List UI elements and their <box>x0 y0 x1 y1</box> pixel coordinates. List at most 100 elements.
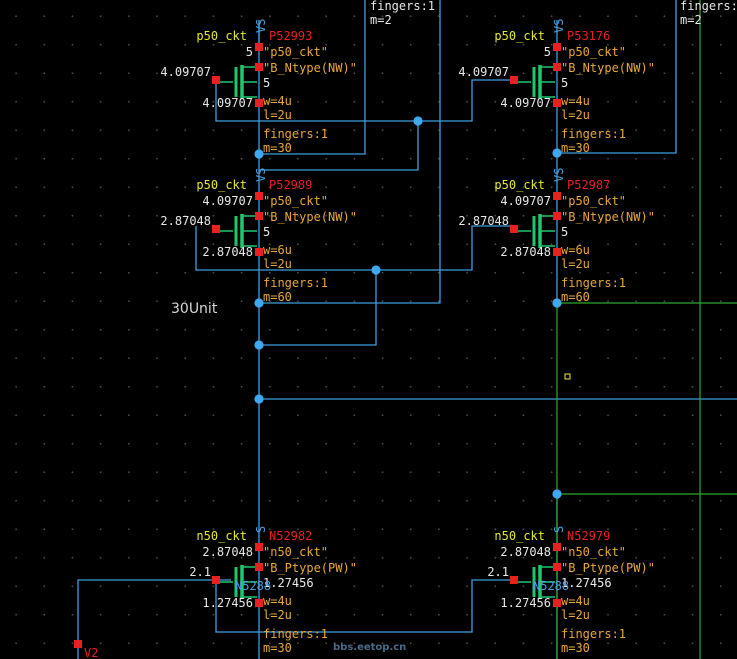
instance-ref-label: P52993 <box>269 29 312 43</box>
pin-square[interactable] <box>553 212 561 220</box>
pmos-transistor[interactable]: VS <box>510 19 566 107</box>
param-drain-value: 5 <box>246 45 253 59</box>
width-label: w=6u <box>561 243 590 257</box>
param-source-value: 1.27456 <box>202 596 253 610</box>
transistor-terminals <box>540 215 555 247</box>
pin-square[interactable] <box>255 563 263 571</box>
pin-v2[interactable] <box>74 640 82 648</box>
pin-square[interactable] <box>553 248 561 256</box>
param-drain-value: 4.09707 <box>202 194 253 208</box>
junction-dot[interactable] <box>552 489 562 499</box>
top-param-fingers-left: fingers:1 <box>370 0 435 13</box>
pin-square[interactable] <box>510 76 518 84</box>
param-bulk-value: 5 <box>263 225 270 239</box>
wire-top-3[interactable] <box>557 0 677 154</box>
pin-square[interactable] <box>255 543 263 551</box>
param-drain-value: 2.87048 <box>202 545 253 559</box>
nmos-transistor[interactable]: S <box>212 526 268 607</box>
transistor-terminals <box>242 66 257 98</box>
param-bulk-value: 5 <box>263 76 270 90</box>
pin-square[interactable] <box>553 192 561 200</box>
pin-square[interactable] <box>510 576 518 584</box>
pin-square[interactable] <box>553 99 561 107</box>
wire-gate-loop-1[interactable] <box>215 79 515 122</box>
pin-square[interactable] <box>255 192 263 200</box>
cell-name-label: "p50_ckt" <box>263 45 328 59</box>
wire-top-1[interactable] <box>259 0 366 155</box>
multiplier-label: m=30 <box>263 641 292 655</box>
param-bulk-value: 1.27456 <box>561 576 612 590</box>
pmos-transistor[interactable]: VS <box>212 19 268 107</box>
instance-ref-label: P52987 <box>567 178 610 192</box>
junction-dot[interactable] <box>552 148 562 158</box>
pin-square[interactable] <box>212 76 220 84</box>
pin-square[interactable] <box>255 599 263 607</box>
junction-dot[interactable] <box>413 116 423 126</box>
junction-dot[interactable] <box>254 340 264 350</box>
pmos-transistor[interactable]: VS <box>212 168 268 256</box>
wire-bottom-left-gate[interactable] <box>215 579 515 633</box>
cell-name-label: "p50_ckt" <box>561 194 626 208</box>
param-source-value: 4.09707 <box>202 96 253 110</box>
cell-type-label: p50_ckt <box>494 29 545 43</box>
pin-square[interactable] <box>553 563 561 571</box>
fingers-label: fingers:1 <box>263 627 328 641</box>
pmos-transistor[interactable]: VS <box>510 168 566 256</box>
wire-top-2[interactable] <box>259 0 441 304</box>
instance-ref-label: N52979 <box>567 529 610 543</box>
pin-square[interactable] <box>553 43 561 51</box>
wire-gate-loop-2b[interactable] <box>259 270 377 346</box>
pin-square[interactable] <box>255 248 263 256</box>
pin-square[interactable] <box>255 212 263 220</box>
pin-square[interactable] <box>255 43 263 51</box>
pin-square[interactable] <box>255 99 263 107</box>
wire-gate-loop-1b[interactable] <box>259 121 419 171</box>
cell-name-label: "n50_ckt" <box>561 545 626 559</box>
probe-marker[interactable] <box>564 373 571 380</box>
junction-dot[interactable] <box>254 149 264 159</box>
cell-type-label: p50_ckt <box>196 178 247 192</box>
junction-dot[interactable] <box>254 298 264 308</box>
junction-dots <box>254 116 562 499</box>
pin-square[interactable] <box>255 63 263 71</box>
nmos-transistor[interactable]: S <box>510 526 566 607</box>
instance-ref-label: P53176 <box>567 29 610 43</box>
transistor-terminals <box>242 215 257 247</box>
param-gate-value: 4.09707 <box>160 65 211 79</box>
model-name-label: "B_Ntype(NW)" <box>263 210 357 224</box>
pin-square[interactable] <box>553 599 561 607</box>
pin-square[interactable] <box>212 225 220 233</box>
junction-dot[interactable] <box>371 265 381 275</box>
junction-dot[interactable] <box>254 394 264 404</box>
junction-dot[interactable] <box>552 298 562 308</box>
pin-square[interactable] <box>212 576 220 584</box>
model-name-label: "B_Ptype(PW)" <box>263 561 357 575</box>
width-label: w=4u <box>263 594 292 608</box>
cell-name-label: "p50_ckt" <box>263 194 328 208</box>
cell-type-label: p50_ckt <box>494 178 545 192</box>
pin-square[interactable] <box>553 63 561 71</box>
model-name-label: "B_Ntype(NW)" <box>263 61 357 75</box>
param-source-value: 4.09707 <box>500 96 551 110</box>
wire-gate-loop-2[interactable] <box>195 225 515 271</box>
wire-bottom-left-pin[interactable] <box>77 579 231 659</box>
watermark: bbs.eetop.cn <box>333 642 406 653</box>
length-label: l=2u <box>561 257 590 271</box>
fingers-label: fingers:1 <box>561 627 626 641</box>
pin-square[interactable] <box>553 543 561 551</box>
model-name-label: "B_Ntype(NW)" <box>561 210 655 224</box>
pin-name-vs: S <box>552 526 566 533</box>
width-label: w=6u <box>263 243 292 257</box>
length-label: l=2u <box>263 108 292 122</box>
transistor-terminals <box>242 566 257 598</box>
cell-type-label: n50_ckt <box>196 529 247 543</box>
unit-label: 30Unit <box>171 301 218 317</box>
width-label: w=4u <box>263 94 292 108</box>
pin-square[interactable] <box>510 225 518 233</box>
param-bulk-value: 1.27456 <box>263 576 314 590</box>
transistor-terminals <box>540 566 555 598</box>
cell-type-label: n50_ckt <box>494 529 545 543</box>
